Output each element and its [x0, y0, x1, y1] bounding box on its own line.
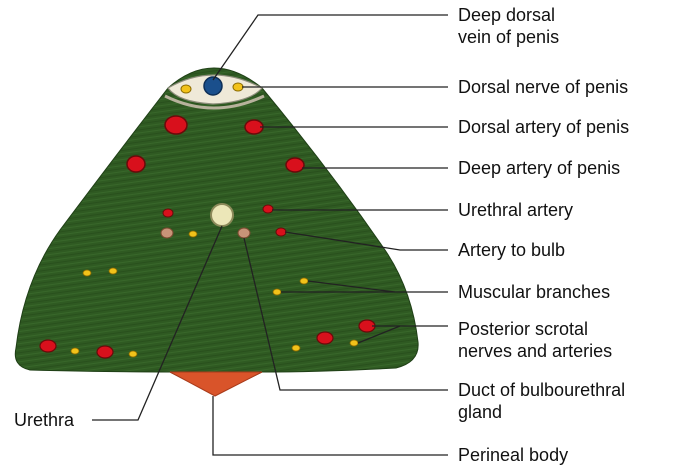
label-dorsal-artery: Dorsal artery of penis — [458, 116, 629, 138]
duct-mark-left — [161, 228, 173, 238]
scrotal-artery-mark — [97, 346, 113, 358]
label-urethra: Urethra — [14, 409, 74, 431]
label-duct-line-1: Duct of bulbourethral — [458, 379, 625, 401]
perineal-body-shape — [170, 372, 262, 396]
label-artery-to-bulb: Artery to bulb — [458, 239, 565, 261]
bulb-tissue-shape — [15, 68, 418, 395]
nerve-mark — [273, 289, 281, 295]
label-duct-line-2: gland — [458, 401, 625, 423]
leader-deep-dorsal-vein — [213, 15, 448, 80]
urethra-mark — [211, 204, 233, 226]
nerve-mark — [292, 345, 300, 351]
label-posterior-scrotal-line-2: nerves and arteries — [458, 340, 612, 362]
label-duct-bulbourethral: Duct of bulbourethral gland — [458, 379, 625, 423]
nerve-mark — [129, 351, 137, 357]
nerve-mark — [350, 340, 358, 346]
dorsal-nerve-mark-left — [181, 85, 191, 93]
label-perineal-body: Perineal body — [458, 444, 568, 466]
urethral-artery-mark-left — [163, 209, 173, 217]
dorsal-artery-mark-left — [165, 116, 187, 134]
label-dorsal-nerve: Dorsal nerve of penis — [458, 76, 628, 98]
nerve-mark — [109, 268, 117, 274]
deep-artery-mark-right — [286, 158, 304, 172]
label-posterior-scrotal: Posterior scrotal nerves and arteries — [458, 318, 612, 362]
scrotal-artery-mark — [317, 332, 333, 344]
label-deep-dorsal-vein: Deep dorsal vein of penis — [458, 4, 559, 48]
nerve-mark — [83, 270, 91, 276]
nerve-mark — [300, 278, 308, 284]
dorsal-nerve-mark-right — [233, 83, 243, 91]
label-deep-dorsal-vein-line-2: vein of penis — [458, 26, 559, 48]
label-posterior-scrotal-line-1: Posterior scrotal — [458, 318, 612, 340]
artery-to-bulb-mark — [276, 228, 286, 236]
deep-artery-mark-left — [127, 156, 145, 172]
label-muscular-branches: Muscular branches — [458, 281, 610, 303]
nerve-mark — [189, 231, 197, 237]
label-deep-dorsal-vein-line-1: Deep dorsal — [458, 4, 559, 26]
scrotal-artery-mark — [40, 340, 56, 352]
leader-perineal-body — [213, 396, 448, 455]
label-urethral-artery: Urethral artery — [458, 199, 573, 221]
label-deep-artery: Deep artery of penis — [458, 157, 620, 179]
duct-mark-right — [238, 228, 250, 238]
nerve-mark — [71, 348, 79, 354]
urethral-artery-mark-right — [263, 205, 273, 213]
